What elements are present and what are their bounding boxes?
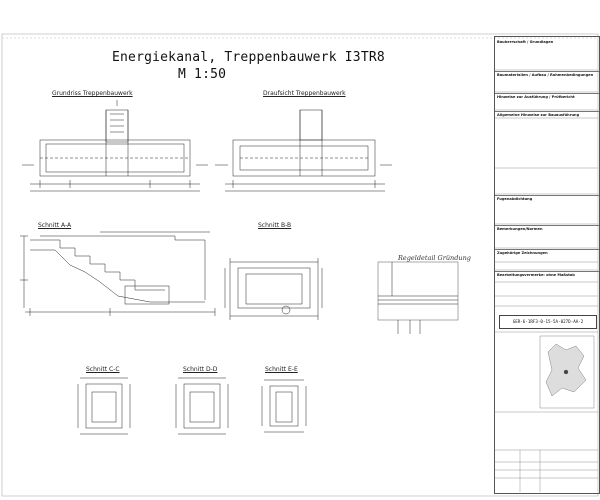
drawing-scale: M 1:50	[178, 67, 227, 82]
tb-section-allgemeine-hinweise: Allgemeine Hinweise zur Bauausführung	[495, 111, 599, 117]
schnitt-aa-section	[20, 231, 216, 316]
grundriss-plan	[22, 100, 208, 192]
view-label-schnitt-bb: Schnitt B-B	[258, 222, 292, 229]
view-label-schnitt-cc: Schnitt C-C	[86, 366, 120, 373]
tb-section-grundlagen: Bauherrschaft / Grundlagen	[497, 40, 554, 44]
view-label-schnitt-dd: Schnitt D-D	[183, 366, 218, 373]
document-number: GER-6-1RF3-0-15-5A-027D-AA-2	[499, 315, 597, 329]
tb-section-baumaterialien: Baumaterialien / Aufbau / Rahmenbedingun…	[495, 71, 599, 77]
schnitt-bb-section	[224, 258, 323, 320]
location-map	[539, 335, 595, 409]
title-block: Bauherrschaft / Grundlagen Baumaterialie…	[494, 36, 600, 494]
view-label-draufsicht: Draufsicht Treppenbauwerk	[263, 90, 346, 97]
schnitt-ee-section	[261, 379, 307, 433]
tb-stamp-line: Bearbeitungsvermerke: ohne Maßstab	[495, 271, 599, 277]
schnitt-cc-section	[77, 377, 131, 435]
titleblock-grid	[494, 69, 598, 492]
tb-section-hinweise: Hinweise zur Ausführung / Prüfbericht	[495, 93, 599, 99]
draufsicht-plan	[215, 109, 392, 192]
schnitt-dd-section	[175, 377, 229, 435]
view-label-schnitt-ee: Schnitt E-E	[265, 366, 298, 373]
tb-section-zugehoerige-zeichnungen: Zugehörige Zeichnungen	[495, 249, 599, 255]
tb-section-fugenabdichtung: Fugenabdichtung	[495, 195, 599, 201]
sheet-frame	[1, 33, 599, 497]
drawing-title: Energiekanal, Treppenbauwerk I3TR8 M 1:5…	[112, 50, 442, 82]
regeldetail-detail	[377, 261, 459, 334]
tb-section-bemerkungen: Bemerkungen/Normen	[495, 225, 599, 231]
view-label-grundriss: Grundriss Treppenbauwerk	[52, 90, 133, 97]
view-label-regeldetail: Regeldetail Gründung	[398, 254, 471, 262]
view-label-schnitt-aa: Schnitt A-A	[38, 222, 72, 229]
drawing-title-line1: Energiekanal, Treppenbauwerk I3TR8	[112, 50, 385, 65]
